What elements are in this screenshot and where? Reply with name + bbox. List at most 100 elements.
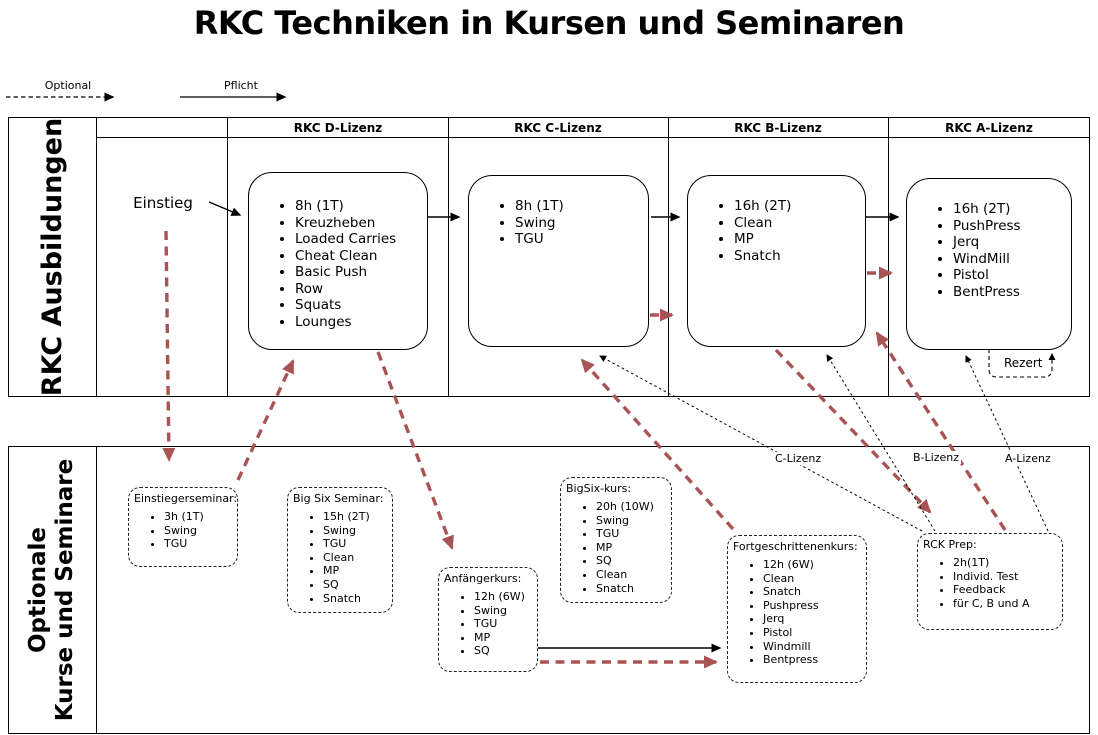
node-einstiegerseminar-list: 3h (1T)SwingTGU xyxy=(129,510,237,551)
column-header-b-lizenz: RKC B-Lizenz xyxy=(734,121,822,135)
node-b-lizenz: 16h (2T)CleanMPSnatch xyxy=(687,175,866,347)
column-divider-4 xyxy=(888,117,890,397)
list-item: Snatch xyxy=(763,585,864,599)
list-item: MP xyxy=(596,541,669,555)
node-rck-prep-list: 2h(1T)Individ. TestFeedbackfür C, B und … xyxy=(918,556,1062,610)
lane-bottom-label-divider xyxy=(96,446,98,734)
edge-label-c-lizenz: C-Lizenz xyxy=(773,452,824,465)
page-title: RKC Techniken in Kursen und Seminaren xyxy=(193,4,905,42)
list-item: TGU xyxy=(164,537,235,551)
list-item: Jerq xyxy=(763,612,864,626)
list-item: Clean xyxy=(734,215,859,232)
list-item: TGU xyxy=(323,537,390,551)
node-d-lizenz: 8h (1T)KreuzhebenLoaded CarriesCheat Cle… xyxy=(248,172,428,350)
list-item: 8h (1T) xyxy=(295,198,421,215)
list-item: SQ xyxy=(596,554,669,568)
list-item: Jerq xyxy=(953,234,1065,251)
node-einstiegerseminar: Einstiegerseminar: 3h (1T)SwingTGU xyxy=(128,487,238,567)
list-item: Pistol xyxy=(763,626,864,640)
edge-label-b-lizenz: B-Lizenz xyxy=(911,451,961,464)
lane-top-label-divider xyxy=(96,117,98,397)
node-c-lizenz: 8h (1T)SwingTGU xyxy=(468,175,649,347)
list-item: TGU xyxy=(596,527,669,541)
node-einstieg: Einstieg xyxy=(118,178,208,228)
list-item: Basic Push xyxy=(295,264,421,281)
column-divider-3 xyxy=(668,117,670,397)
legend-pflicht-label: Pflicht xyxy=(224,79,258,92)
list-item: Kreuzheben xyxy=(295,215,421,232)
list-item: Individ. Test xyxy=(953,570,1060,584)
list-item: Clean xyxy=(763,572,864,586)
edge-label-rezert: Rezert xyxy=(1001,356,1046,370)
node-d-lizenz-list: 8h (1T)KreuzhebenLoaded CarriesCheat Cle… xyxy=(249,173,427,330)
column-divider-2 xyxy=(448,117,450,397)
node-anfaengerkurs-title: Anfängerkurs: xyxy=(444,572,522,585)
list-item: SQ xyxy=(323,578,390,592)
list-item: Swing xyxy=(596,514,669,528)
list-item: Loaded Carries xyxy=(295,231,421,248)
column-header-c-lizenz: RKC C-Lizenz xyxy=(514,121,602,135)
node-big-six-seminar: Big Six Seminar: 15h (2T)SwingTGUCleanMP… xyxy=(287,487,393,613)
node-fortgeschrittenenkurs: Fortgeschrittenenkurs: 12h (6W)CleanSnat… xyxy=(727,535,867,683)
list-item: BentPress xyxy=(953,284,1065,301)
node-a-lizenz-list: 16h (2T)PushPressJerqWindMillPistolBentP… xyxy=(907,179,1071,300)
legend-optional-label: Optional xyxy=(44,79,92,92)
list-item: Swing xyxy=(164,524,235,538)
node-fortgeschrittenenkurs-list: 12h (6W)CleanSnatchPushpressJerqPistolWi… xyxy=(728,558,866,667)
list-item: 12h (6W) xyxy=(763,558,864,572)
list-item: Clean xyxy=(596,568,669,582)
list-item: Lounges xyxy=(295,314,421,331)
list-item: Squats xyxy=(295,297,421,314)
list-item: Bentpress xyxy=(763,653,864,667)
list-item: Pistol xyxy=(953,267,1065,284)
list-item: 12h (6W) xyxy=(474,590,535,604)
edge-label-a-lizenz: A-Lizenz xyxy=(1003,452,1053,465)
list-item: Swing xyxy=(515,215,642,232)
list-item: Snatch xyxy=(734,248,859,265)
node-c-lizenz-list: 8h (1T)SwingTGU xyxy=(469,176,648,248)
list-item: Clean xyxy=(323,551,390,565)
node-rck-prep-title: RCK Prep: xyxy=(923,538,977,551)
column-divider-1 xyxy=(227,117,229,397)
node-a-lizenz: 16h (2T)PushPressJerqWindMillPistolBentP… xyxy=(906,178,1072,350)
column-header-a-lizenz: RKC A-Lizenz xyxy=(945,121,1033,135)
header-row-underline xyxy=(96,137,1090,139)
list-item: Row xyxy=(295,281,421,298)
list-item: 2h(1T) xyxy=(953,556,1060,570)
list-item: Snatch xyxy=(323,592,390,606)
list-item: PushPress xyxy=(953,218,1065,235)
node-bigsix-kurs-list: 20h (10W)SwingTGUMPSQCleanSnatch xyxy=(561,500,671,595)
list-item: TGU xyxy=(515,231,642,248)
node-einstieg-label: Einstieg xyxy=(133,194,193,212)
list-item: für C, B und A xyxy=(953,597,1060,611)
lane-optionale-kurse xyxy=(8,446,1090,734)
lane-rkc-ausbildungen xyxy=(8,117,1090,397)
column-header-d-lizenz: RKC D-Lizenz xyxy=(293,121,383,135)
lane-bottom-label-line2: Kurse und Seminare xyxy=(52,458,78,722)
node-einstiegerseminar-title: Einstiegerseminar: xyxy=(134,492,238,505)
node-bigsix-kurs: BigSix-kurs: 20h (10W)SwingTGUMPSQCleanS… xyxy=(560,477,672,603)
list-item: MP xyxy=(734,231,859,248)
list-item: TGU xyxy=(474,617,535,631)
node-anfaengerkurs: Anfängerkurs: 12h (6W)SwingTGUMPSQ xyxy=(438,567,538,672)
node-anfaengerkurs-list: 12h (6W)SwingTGUMPSQ xyxy=(439,590,537,658)
list-item: MP xyxy=(474,631,535,645)
list-item: Snatch xyxy=(596,582,669,596)
list-item: 15h (2T) xyxy=(323,510,390,524)
list-item: Feedback xyxy=(953,583,1060,597)
node-b-lizenz-list: 16h (2T)CleanMPSnatch xyxy=(688,176,865,264)
list-item: 16h (2T) xyxy=(734,198,859,215)
list-item: 20h (10W) xyxy=(596,500,669,514)
node-fortgeschrittenenkurs-title: Fortgeschrittenenkurs: xyxy=(733,540,858,553)
list-item: SQ xyxy=(474,644,535,658)
list-item: 8h (1T) xyxy=(515,198,642,215)
lane-top-label: RKC Ausbildungen xyxy=(36,117,68,397)
list-item: Windmill xyxy=(763,640,864,654)
list-item: Swing xyxy=(474,604,535,618)
lane-bottom-label-line1: Optionale xyxy=(25,526,51,654)
node-big-six-seminar-title: Big Six Seminar: xyxy=(293,492,384,505)
list-item: WindMill xyxy=(953,251,1065,268)
node-rck-prep: RCK Prep: 2h(1T)Individ. TestFeedbackfür… xyxy=(917,533,1063,630)
list-item: MP xyxy=(323,564,390,578)
